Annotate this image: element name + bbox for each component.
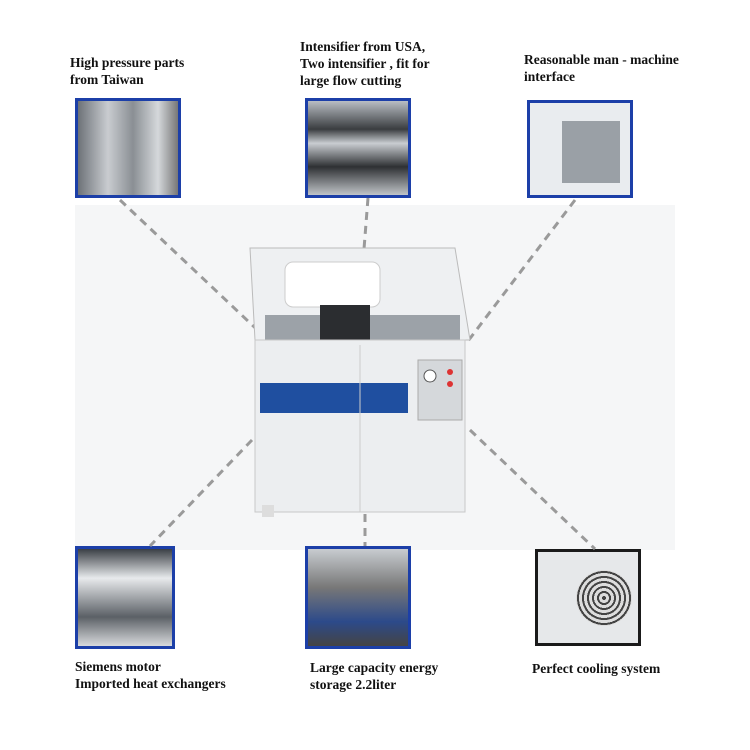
caption-cooling: Perfect cooling system — [532, 661, 661, 676]
photo-high-pressure-parts — [75, 98, 181, 198]
photo-motor — [75, 546, 175, 649]
connector-line — [118, 198, 270, 342]
caption-energy-storage: Large capacity energy storage 2.2liter — [310, 660, 439, 692]
photo-interface — [527, 100, 633, 198]
connector-line — [148, 438, 254, 548]
connector-line — [468, 428, 597, 551]
photo-energy-storage — [305, 546, 411, 649]
photo-intensifier — [305, 98, 411, 198]
caption-high-pressure-parts: High pressure parts from Taiwan — [70, 55, 185, 87]
waterjet-machine — [249, 247, 471, 517]
connector-line — [463, 199, 577, 346]
caption-interface: Reasonable man - machine interface — [524, 52, 679, 84]
caption-intensifier: Intensifier from USA, Two intensifier , … — [300, 39, 430, 88]
caption-motor: Siemens motor Imported heat exchangers — [75, 659, 226, 691]
photo-cooling — [535, 549, 641, 646]
